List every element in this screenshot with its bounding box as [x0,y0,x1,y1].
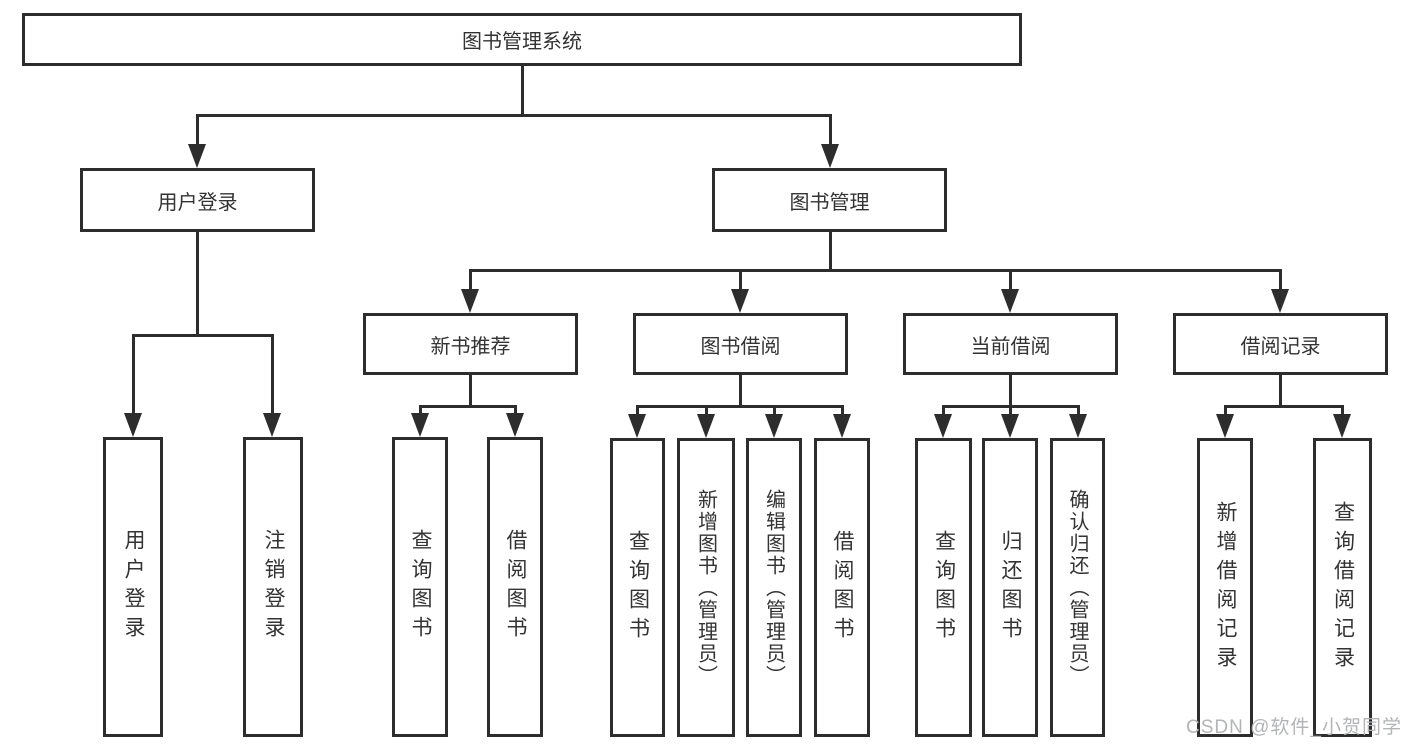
arrow-stem [270,335,274,415]
arrow-down-icon [411,413,429,437]
leaf-borrow-books-1-label: 借阅图书 [504,529,527,645]
arrow-stem [418,406,422,415]
arrow-stem [941,406,945,416]
node-current-borrowing-label: 当前借阅 [970,335,1051,358]
leaf-add-borrow-record-label: 新增借阅记录 [1214,500,1237,675]
arrow-down-icon [934,414,952,438]
connector-hline [131,333,274,337]
arrow-down-icon [821,144,839,168]
arrow-stem [704,406,708,416]
node-borrowing-records: 借阅记录 [1173,313,1388,375]
arrow-stem [195,115,199,146]
leaf-query-books-1: 查询图书 [392,437,448,737]
leaf-query-borrow-record: 查询借阅记录 [1313,438,1372,737]
arrow-down-icon [124,413,142,437]
arrow-stem [840,406,844,416]
leaf-user-login-label: 用户登录 [122,529,145,645]
leaf-edit-books-admin: 编辑图书（管理员） [746,438,802,737]
node-root: 图书管理系统 [22,13,1022,66]
connector-hline [635,404,844,408]
arrow-stem [1223,406,1227,416]
arrow-down-icon [1271,289,1289,313]
leaf-borrow-books-2-label: 借阅图书 [831,529,854,646]
arrow-down-icon [765,414,783,438]
arrow-down-icon [1333,414,1351,438]
leaf-query-books-2-label: 查询图书 [626,529,650,646]
connector-vline [195,232,199,335]
arrow-down-icon [188,144,206,168]
leaf-edit-books-admin-label: 编辑图书（管理员） [762,488,785,687]
arrow-stem [828,115,832,146]
connector-vline [1008,375,1012,406]
leaf-borrow-books-2: 借阅图书 [814,438,870,737]
arrow-down-icon [1001,414,1019,438]
arrow-stem [1008,270,1012,291]
arrow-down-icon [1216,414,1234,438]
arrow-down-icon [833,414,851,438]
leaf-user-login: 用户登录 [103,437,163,737]
node-book-management: 图书管理 [712,168,947,232]
node-borrowing-records-label: 借阅记录 [1240,335,1321,358]
leaf-query-books-3: 查询图书 [915,438,972,737]
connector-vline [520,65,524,115]
leaf-return-books-label: 归还图书 [999,529,1022,646]
arrow-down-icon [628,414,646,438]
arrow-down-icon [263,413,281,437]
node-book-borrowing: 图书借阅 [633,313,848,375]
leaf-logout-label: 注销登录 [262,529,285,645]
node-root-label: 图书管理系统 [462,31,582,53]
arrow-stem [513,406,517,415]
arrow-down-icon [461,289,479,313]
leaf-query-borrow-record-label: 查询借阅记录 [1331,500,1355,675]
arrow-down-icon [1001,289,1019,313]
connector-hline [418,404,517,408]
connector-vline [828,232,832,270]
node-user-login: 用户登录 [80,168,315,232]
watermark: CSDN @软件_小贺同学 [1186,717,1402,738]
arrow-stem [635,406,639,416]
leaf-query-books-3-label: 查询图书 [932,529,956,646]
connector-hline [195,113,832,117]
node-current-borrowing: 当前借阅 [903,313,1118,375]
arrow-stem [1008,406,1012,416]
connector-vline [738,375,742,406]
node-book-borrowing-label: 图书借阅 [700,335,781,358]
node-new-book-recommend: 新书推荐 [363,313,578,375]
leaf-add-books-admin-label: 新增图书（管理员） [694,488,717,687]
leaf-add-books-admin: 新增图书（管理员） [677,438,735,737]
arrow-stem [772,406,776,416]
leaf-confirm-return-admin: 确认归还（管理员） [1050,438,1105,737]
arrow-down-icon [731,289,749,313]
leaf-confirm-return-admin-label: 确认归还（管理员） [1066,488,1088,687]
arrow-stem [468,270,472,291]
arrow-stem [1076,406,1080,416]
node-user-login-label: 用户登录 [157,191,238,214]
leaf-borrow-books-1: 借阅图书 [487,437,543,737]
arrow-stem [1278,270,1282,291]
connector-vline [468,375,472,406]
connector-hline [468,268,1282,272]
connector-vline [1278,375,1282,406]
leaf-query-books-2: 查询图书 [610,438,665,737]
arrow-down-icon [1069,414,1087,438]
leaf-add-borrow-record: 新增借阅记录 [1197,438,1253,737]
arrow-stem [1340,406,1344,416]
arrow-down-icon [506,413,524,437]
arrow-stem [738,270,742,291]
leaf-return-books: 归还图书 [982,438,1038,737]
arrow-stem [131,335,135,415]
leaf-query-books-1-label: 查询图书 [409,529,432,645]
leaf-logout: 注销登录 [243,437,303,737]
node-new-book-recommend-label: 新书推荐 [430,335,511,358]
connector-hline [1223,404,1344,408]
node-book-management-label: 图书管理 [789,191,870,214]
arrow-down-icon [697,414,715,438]
